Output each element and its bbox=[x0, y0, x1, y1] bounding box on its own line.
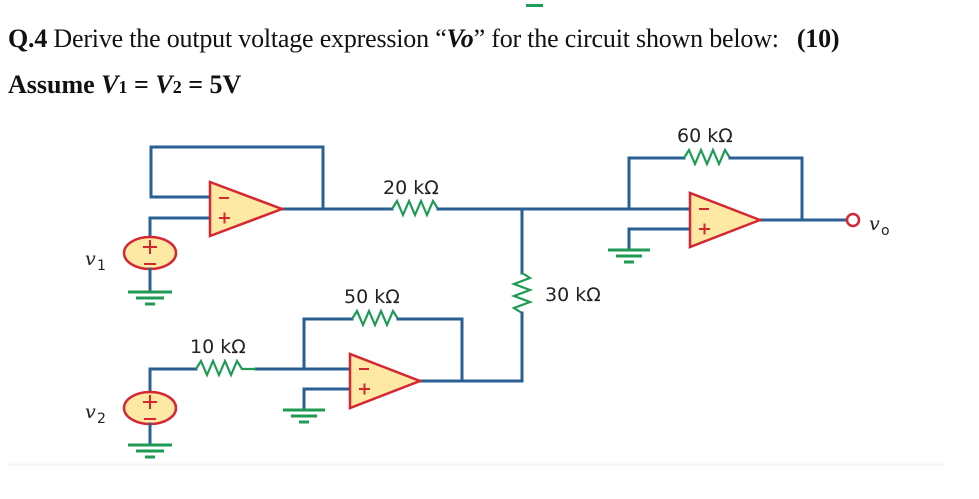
v1-to-opamp-1-wire bbox=[148, 216, 212, 242]
question-variable: Vo bbox=[446, 24, 474, 53]
resistor-10k: 10 kΩ bbox=[148, 336, 256, 400]
opamp-2-feedback-right bbox=[728, 156, 804, 222]
resistor-20k: 20 kΩ bbox=[383, 177, 439, 218]
resistor-60k-zigzag bbox=[683, 147, 731, 167]
v1-label: v bbox=[85, 248, 96, 270]
ground-icon bbox=[283, 408, 325, 424]
assume-value: = 5V bbox=[181, 70, 242, 99]
opamp-2-plus-ground-wire bbox=[627, 227, 692, 252]
ground-icon bbox=[608, 248, 650, 264]
resistor-30k-zigzag bbox=[510, 272, 534, 314]
opamp-3 bbox=[348, 352, 424, 410]
source-v2: v 2 bbox=[85, 390, 178, 459]
output-label: v bbox=[869, 213, 880, 235]
circuit-bottom-edge bbox=[8, 462, 944, 466]
ground-icon bbox=[128, 443, 172, 459]
resistor-10k-zigzag bbox=[195, 358, 256, 378]
v2-label-sub: 2 bbox=[97, 411, 106, 427]
page-marker bbox=[526, 4, 543, 7]
30k-to-opamp-3-wire bbox=[418, 311, 524, 383]
v2-to-10k-wire bbox=[148, 367, 198, 400]
opamp-1-feedback-wire bbox=[149, 145, 325, 211]
resistor-50k-label: 50 kΩ bbox=[344, 286, 400, 308]
resistor-20k-label: 20 kΩ bbox=[383, 177, 439, 199]
assume-prefix: Assume bbox=[8, 70, 102, 99]
assumption-text: Assume V1 = V2 = 5V bbox=[8, 70, 241, 100]
opamp-3-plus-ground-wire bbox=[302, 387, 352, 412]
question-marks: (10) bbox=[796, 24, 840, 53]
resistor-50k-zigzag bbox=[351, 308, 399, 328]
assume-eq1: = bbox=[127, 70, 156, 99]
resistor-10k-label: 10 kΩ bbox=[190, 336, 246, 358]
opamp-2 bbox=[688, 191, 764, 249]
resistor-60k-label: 60 kΩ bbox=[677, 125, 733, 147]
assume-v2: V bbox=[155, 70, 173, 99]
output-terminal bbox=[845, 212, 861, 228]
assume-v2-sub: 2 bbox=[172, 77, 182, 97]
resistor-20k-zigzag bbox=[391, 198, 439, 218]
opamp-2-group: 60 kΩ bbox=[608, 125, 849, 264]
opamp-3-feedback-left bbox=[302, 317, 354, 371]
opamp-2-feedback-left bbox=[627, 156, 686, 211]
assume-v1: V bbox=[101, 70, 119, 99]
source-v1: v 1 bbox=[85, 235, 178, 306]
opamp-1 bbox=[208, 180, 286, 238]
opamp-3-group: 50 kΩ bbox=[254, 286, 464, 424]
question-body-end: ” for the circuit shown below: bbox=[473, 24, 779, 53]
question-number: Q.4 bbox=[8, 24, 48, 53]
question-body-start: Derive the output voltage expression “ bbox=[47, 24, 447, 53]
output-label-sub: o bbox=[881, 223, 890, 239]
v2-label: v bbox=[85, 401, 96, 423]
v1-label-sub: 1 bbox=[97, 258, 106, 274]
question-text: Q.4 Derive the output voltage expression… bbox=[8, 24, 840, 54]
ground-icon bbox=[128, 290, 172, 306]
opamp-1-group bbox=[148, 145, 394, 242]
opamp-3-feedback-right bbox=[396, 317, 464, 383]
assume-v1-sub: 1 bbox=[118, 77, 128, 97]
resistor-30k: 30 kΩ bbox=[510, 272, 601, 314]
resistor-30k-label: 30 kΩ bbox=[545, 284, 601, 306]
